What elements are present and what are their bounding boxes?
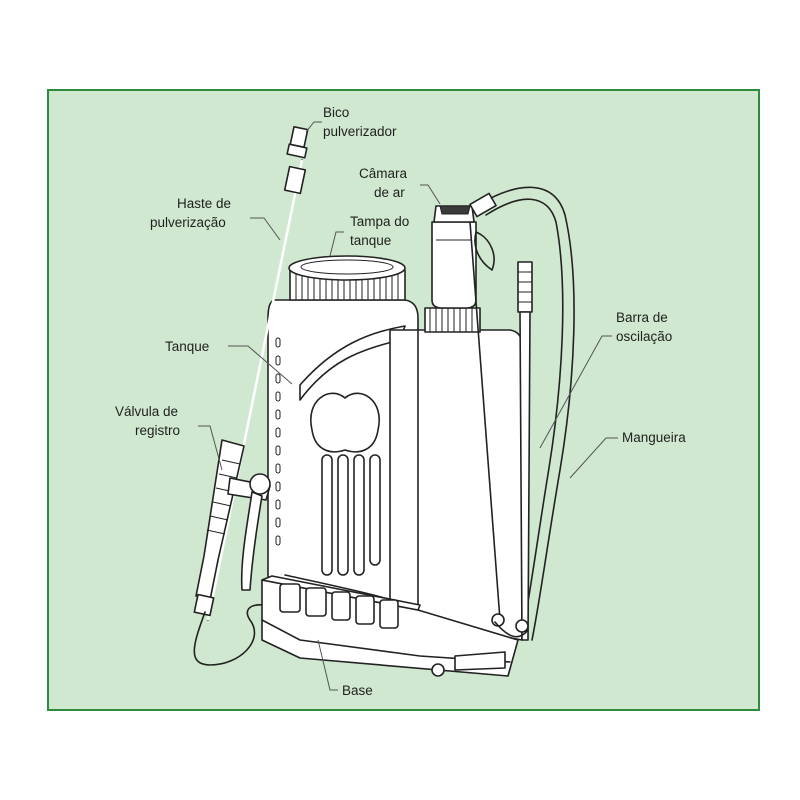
trigger-valve <box>193 439 271 617</box>
leader-tanque <box>228 345 293 385</box>
leader-lines <box>198 121 618 691</box>
label-bico-line2: pulverizador <box>323 124 397 139</box>
base <box>261 575 519 677</box>
label-camara-line2: de ar <box>374 185 405 200</box>
leader-camara <box>420 184 441 205</box>
label-tanque: Tanque <box>165 339 209 354</box>
label-tampa-line2: tanque <box>350 233 391 248</box>
graduation-marks <box>275 337 281 546</box>
pump-lever <box>469 192 533 641</box>
pump-housing <box>389 307 523 641</box>
label-mangueira: Mangueira <box>622 430 686 445</box>
label-haste-line2: pulverização <box>150 215 226 230</box>
sprayer-illustration <box>193 125 575 677</box>
label-bico-line1: Bico <box>323 105 349 120</box>
leader-valvula <box>198 425 223 471</box>
tank-cap <box>288 255 406 301</box>
label-tampa-line1: Tampa do <box>350 214 409 229</box>
label-valvula-line2: registro <box>135 423 180 438</box>
leader-mangueira <box>569 437 618 479</box>
label-barra-line1: Barra de <box>616 310 668 325</box>
hose <box>477 186 575 641</box>
leader-haste <box>250 217 281 241</box>
air-chamber <box>431 205 477 309</box>
label-camara-line1: Câmara <box>359 166 408 181</box>
label-base: Base <box>342 683 373 698</box>
spray-lance <box>206 125 309 621</box>
label-barra-line2: oscilação <box>616 329 672 344</box>
lance-hose <box>193 604 281 666</box>
label-haste-line1: Haste de <box>177 196 231 211</box>
labels: Bico pulverizador Câmara de ar Haste de … <box>115 105 686 698</box>
leader-base <box>317 639 338 691</box>
leader-barra <box>539 335 612 449</box>
tank-body <box>267 299 419 609</box>
leader-bico <box>305 121 322 133</box>
nozzle <box>283 125 309 195</box>
label-valvula-line1: Válvula de <box>115 404 178 419</box>
leader-tampa <box>329 231 344 257</box>
